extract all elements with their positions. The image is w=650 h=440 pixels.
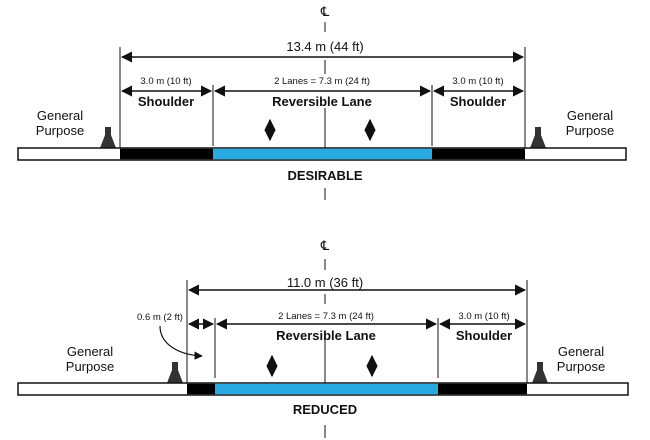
right-shoulder-pavement — [432, 148, 525, 160]
lanes-width: 2 Lanes = 7.3 m (24 ft) — [278, 311, 374, 322]
right-general-purpose-label: General — [567, 108, 613, 123]
centerline-symbol: ℄ — [320, 4, 330, 19]
lanes-width: 2 Lanes = 7.3 m (24 ft) — [274, 76, 370, 87]
right-general-purpose-label: Purpose — [557, 359, 605, 374]
centerline-symbol: ℄ — [320, 238, 330, 253]
right-general-purpose-label: Purpose — [566, 123, 614, 138]
reduced-caption: REDUCED — [293, 402, 357, 417]
desirable-caption: DESIRABLE — [287, 168, 362, 183]
right-shoulder-width: 3.0 m (10 ft) — [452, 76, 503, 87]
barrier-icon — [100, 127, 116, 148]
right-shoulder-width: 3.0 m (10 ft) — [458, 311, 509, 322]
left-buffer-pavement — [187, 383, 215, 395]
reversible-lane-label: Reversible Lane — [272, 94, 372, 109]
left-general-purpose-label: General — [67, 344, 113, 359]
left-shoulder-width: 3.0 m (10 ft) — [140, 76, 191, 87]
reduced-section: ℄ 11.0 m (36 ft) 0.6 m (2 ft) 2 Lanes = … — [17, 238, 629, 438]
desirable-section: ℄ 13.4 m (44 ft) 3.0 m (10 ft) 2 Lanes =… — [17, 4, 627, 200]
right-shoulder-pavement — [438, 383, 527, 395]
reversible-lane-label: Reversible Lane — [276, 328, 376, 343]
leader-arrow — [159, 325, 203, 360]
right-general-purpose-label: General — [558, 344, 604, 359]
total-width-label: 13.4 m (44 ft) — [286, 39, 363, 54]
left-general-purpose-label: Purpose — [36, 123, 84, 138]
barrier-icon — [167, 362, 183, 383]
left-buffer-width: 0.6 m (2 ft) — [137, 312, 183, 323]
left-shoulder-pavement — [120, 148, 213, 160]
right-shoulder-label: Shoulder — [456, 328, 512, 343]
left-general-purpose-label: Purpose — [66, 359, 114, 374]
total-width-label: 11.0 m (36 ft) — [287, 275, 363, 290]
reversible-lane-pavement — [213, 148, 432, 160]
barrier-icon — [530, 127, 546, 148]
left-shoulder-label: Shoulder — [138, 94, 194, 109]
right-shoulder-label: Shoulder — [450, 94, 506, 109]
barrier-icon — [532, 362, 548, 383]
left-general-purpose-label: General — [37, 108, 83, 123]
reversible-lane-pavement — [215, 383, 438, 395]
